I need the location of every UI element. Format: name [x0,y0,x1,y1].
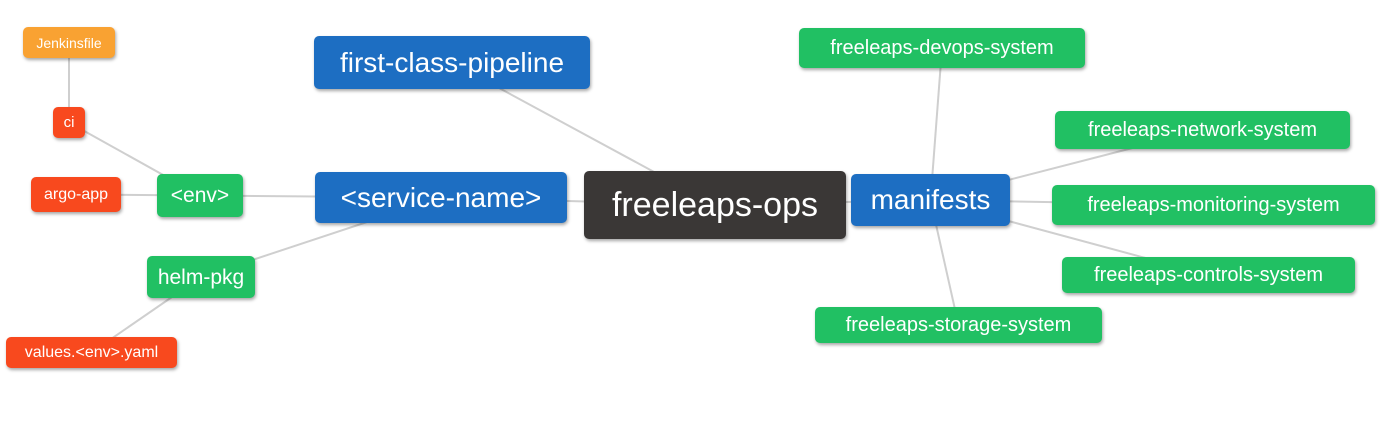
node-label: values.<env>.yaml [24,343,159,361]
node-label: Jenkinsfile [36,34,102,51]
mindmap-node-values-env-yaml[interactable]: values.<env>.yaml [6,337,177,368]
mindmap-node-ci[interactable]: ci [53,107,85,138]
mindmap-node-devops-system[interactable]: freeleaps-devops-system [799,28,1085,68]
mindmap-node-helm-pkg[interactable]: helm-pkg [147,256,255,298]
node-label: freeleaps-monitoring-system [1087,194,1340,216]
mindmap-node-controls-system[interactable]: freeleaps-controls-system [1062,257,1355,293]
node-label: freeleaps-network-system [1088,119,1317,141]
mindmap-node-argo-app[interactable]: argo-app [31,177,121,212]
node-label: ci [63,114,75,131]
node-label: helm-pkg [157,265,245,289]
node-label: freeleaps-devops-system [830,37,1054,59]
node-label: <env> [170,184,230,207]
node-label: freeleaps-ops [611,186,818,224]
mindmap-node-freeleaps-ops[interactable]: freeleaps-ops [584,171,846,239]
node-label: freeleaps-storage-system [845,314,1072,336]
mindmap-node-jenkinsfile[interactable]: Jenkinsfile [23,27,115,58]
mindmap-node-env[interactable]: <env> [157,174,243,217]
mindmap-node-first-class-pipeline[interactable]: first-class-pipeline [314,36,590,89]
node-label: argo-app [43,185,109,203]
mindmap-node-monitoring-system[interactable]: freeleaps-monitoring-system [1052,185,1375,225]
node-label: first-class-pipeline [339,46,565,78]
mindmap-node-manifests[interactable]: manifests [851,174,1010,226]
node-label: manifests [870,184,991,215]
mindmap-node-storage-system[interactable]: freeleaps-storage-system [815,307,1102,343]
node-label: freeleaps-controls-system [1094,264,1323,286]
node-label: <service-name> [340,181,542,213]
mindmap-node-network-system[interactable]: freeleaps-network-system [1055,111,1350,149]
mindmap-node-service-name[interactable]: <service-name> [315,172,567,223]
